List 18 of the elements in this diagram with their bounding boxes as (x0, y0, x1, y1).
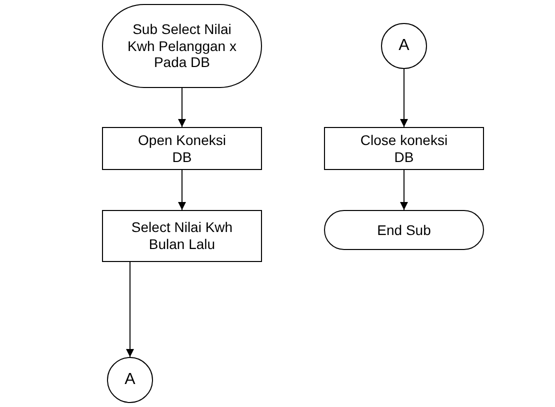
terminal-shape (324, 210, 484, 250)
connector-circle (107, 357, 153, 403)
connector-circle (381, 23, 427, 69)
process-box (102, 127, 262, 170)
node-label: Sub Select Nilai Kwh Pelanggan x Pada DB (126, 20, 238, 72)
node-label: Open Koneksi DB (137, 132, 227, 166)
process-box (102, 210, 262, 262)
node-label: Select Nilai Kwh Bulan Lalu (131, 219, 233, 253)
node-label: A (124, 370, 136, 390)
node-label: A (398, 36, 410, 56)
arrow (400, 68, 408, 128)
arrow (126, 262, 134, 358)
arrow (178, 88, 186, 128)
arrow (178, 170, 186, 210)
arrow (400, 170, 408, 210)
node-label: End Sub (377, 222, 431, 238)
process-box (324, 127, 484, 170)
node-label: Close koneksi DB (359, 132, 449, 166)
